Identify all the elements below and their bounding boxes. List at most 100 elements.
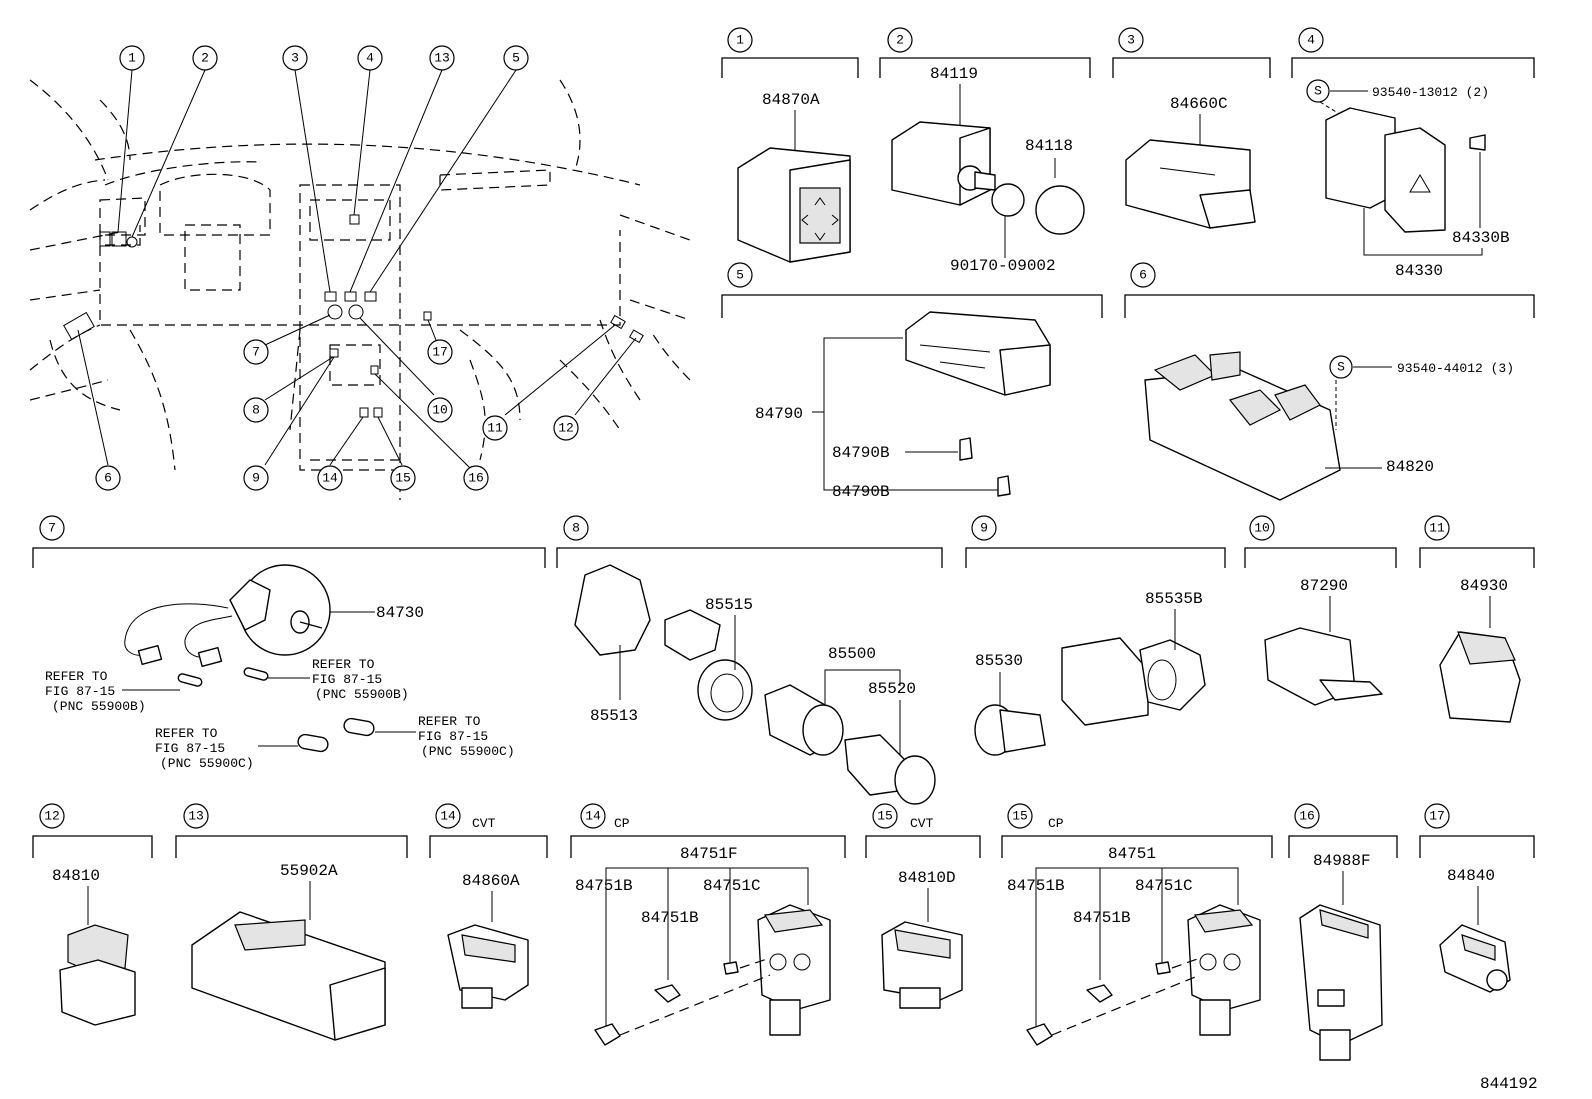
callout-number: 13: [434, 51, 450, 66]
section-5: 5 84790 84790B 84790B: [721, 262, 1103, 501]
section-number: 2: [896, 33, 904, 48]
callout-circle: 8: [243, 397, 269, 423]
callout-circle: 3: [282, 45, 308, 71]
part-number: 84810D: [898, 869, 956, 887]
callout-number: 6: [104, 471, 112, 486]
part-number: 84118: [1025, 137, 1073, 155]
callout-circle: 15: [390, 465, 416, 491]
callout-circle: 9: [243, 465, 269, 491]
callout-circle: 4: [357, 45, 383, 71]
section-number: 16: [1299, 809, 1315, 824]
part-number: 84730: [376, 604, 424, 622]
switch-drawing: [1439, 631, 1521, 723]
power-window-switch-drawing: [1144, 351, 1341, 501]
part-number: 84751C: [1135, 877, 1193, 895]
callout-number: 1: [128, 51, 136, 66]
callout-circle: 13: [429, 45, 455, 71]
mirror-switch-drawing: [737, 147, 851, 263]
switch-drawing: [447, 924, 529, 1009]
callout-circle: 2: [192, 45, 218, 71]
overview-callouts: 1 2 3 4 13 5 7 17 8 10 11 12 9 6 14 15 1…: [95, 45, 579, 491]
callout-circle: 16: [463, 465, 489, 491]
refer-text: (PNC 55900B): [52, 699, 146, 714]
part-number: 84751B: [1073, 909, 1131, 927]
callout-number: 8: [252, 403, 260, 418]
part-number: 84330B: [1452, 229, 1510, 247]
callout-circle: 14: [317, 465, 343, 491]
section-11: 11 84930: [1419, 515, 1535, 723]
part-number: 84751B: [575, 877, 633, 895]
refer-text: REFER TO: [312, 657, 375, 672]
callout-number: 16: [468, 471, 484, 486]
section-number: 9: [980, 521, 988, 536]
section-8: 8 85515 85500 85520 85513: [556, 515, 943, 805]
callout-circle: 6: [95, 465, 121, 491]
section-1: 1 84870A: [721, 27, 859, 263]
dashboard-overview: [29, 69, 691, 500]
part-number: 84988F: [1313, 852, 1371, 870]
refer-note: REFER TO FIG 87-15 (PNC 55900C): [155, 726, 298, 771]
section-number: 12: [44, 809, 60, 824]
refer-note: REFER TO FIG 87-15 (PNC 55900B): [268, 657, 409, 702]
section-number: 11: [1429, 521, 1445, 536]
callout-number: 11: [487, 421, 503, 436]
variant-tag: CP: [1048, 816, 1064, 831]
variant-tag: CVT: [472, 816, 496, 831]
refer-text: FIG 87-15: [418, 729, 488, 744]
part-number: 84660C: [1170, 95, 1228, 113]
part-number: 87290: [1300, 577, 1348, 595]
callout-circle: 1: [119, 45, 145, 71]
callout-number: 4: [366, 51, 374, 66]
refer-text: (PNC 55900B): [315, 687, 409, 702]
refer-text: (PNC 55900C): [160, 756, 254, 771]
section-7: 7 84730 REFER TO FIG 87-15 (PNC 55900B) …: [32, 515, 546, 771]
power-outlet-drawing: [974, 637, 1206, 756]
part-number: 84820: [1386, 458, 1434, 476]
drawing-number: 844192: [1480, 1075, 1538, 1093]
switch-drawing: [1026, 904, 1261, 1046]
part-number: 84790B: [832, 444, 890, 462]
part-number: 90170-09002: [950, 257, 1056, 275]
refer-text: REFER TO: [45, 669, 108, 684]
section-number: 1: [736, 33, 744, 48]
switch-drawing: [594, 904, 831, 1046]
part-number: 84870A: [762, 91, 820, 109]
callout-circle: 17: [427, 339, 453, 365]
callout-number: 5: [512, 51, 520, 66]
section-number: 15: [877, 809, 893, 824]
section-number: 6: [1139, 268, 1147, 283]
refer-note: REFER TO FIG 87-15 (PNC 55900B): [45, 669, 180, 714]
section-number: 3: [1127, 33, 1135, 48]
callout-number: 14: [322, 471, 338, 486]
part-number: 84751C: [703, 877, 761, 895]
callout-number: 10: [432, 403, 448, 418]
section-13: 13 55902A: [175, 803, 408, 1041]
standard-part-symbol: S: [1337, 360, 1345, 375]
standard-part-symbol: S: [1314, 84, 1322, 99]
part-number: 85500: [828, 645, 876, 663]
knob-switch-drawing: [1264, 627, 1383, 706]
refer-text: REFER TO: [418, 714, 481, 729]
part-number: 84751B: [1007, 877, 1065, 895]
callout-number: 17: [432, 345, 448, 360]
part-number: 93540-44012 (3): [1397, 361, 1514, 376]
callout-circle: 7: [243, 339, 269, 365]
refer-text: FIG 87-15: [312, 672, 382, 687]
callout-circle: 10: [427, 397, 453, 423]
hazard-switch-drawing: [1325, 107, 1486, 233]
section-number: 14: [585, 809, 601, 824]
callout-circle: 5: [503, 45, 529, 71]
part-number: 84790: [755, 405, 803, 423]
dimmer-switch-drawing: [891, 121, 1085, 235]
callout-number: 7: [252, 345, 260, 360]
section-17: 17 84840: [1419, 803, 1535, 993]
section-2: 2 84119 84118 90170-09002: [879, 27, 1091, 275]
section-number: 13: [188, 809, 204, 824]
part-number: 85515: [705, 596, 753, 614]
switch-drawing: [881, 921, 963, 1009]
section-16: 16 84988F: [1288, 803, 1398, 1061]
section-14-cvt: 14 CVT 84860A: [429, 803, 548, 1009]
part-number: 84930: [1460, 577, 1508, 595]
part-number: 84751: [1108, 845, 1156, 863]
